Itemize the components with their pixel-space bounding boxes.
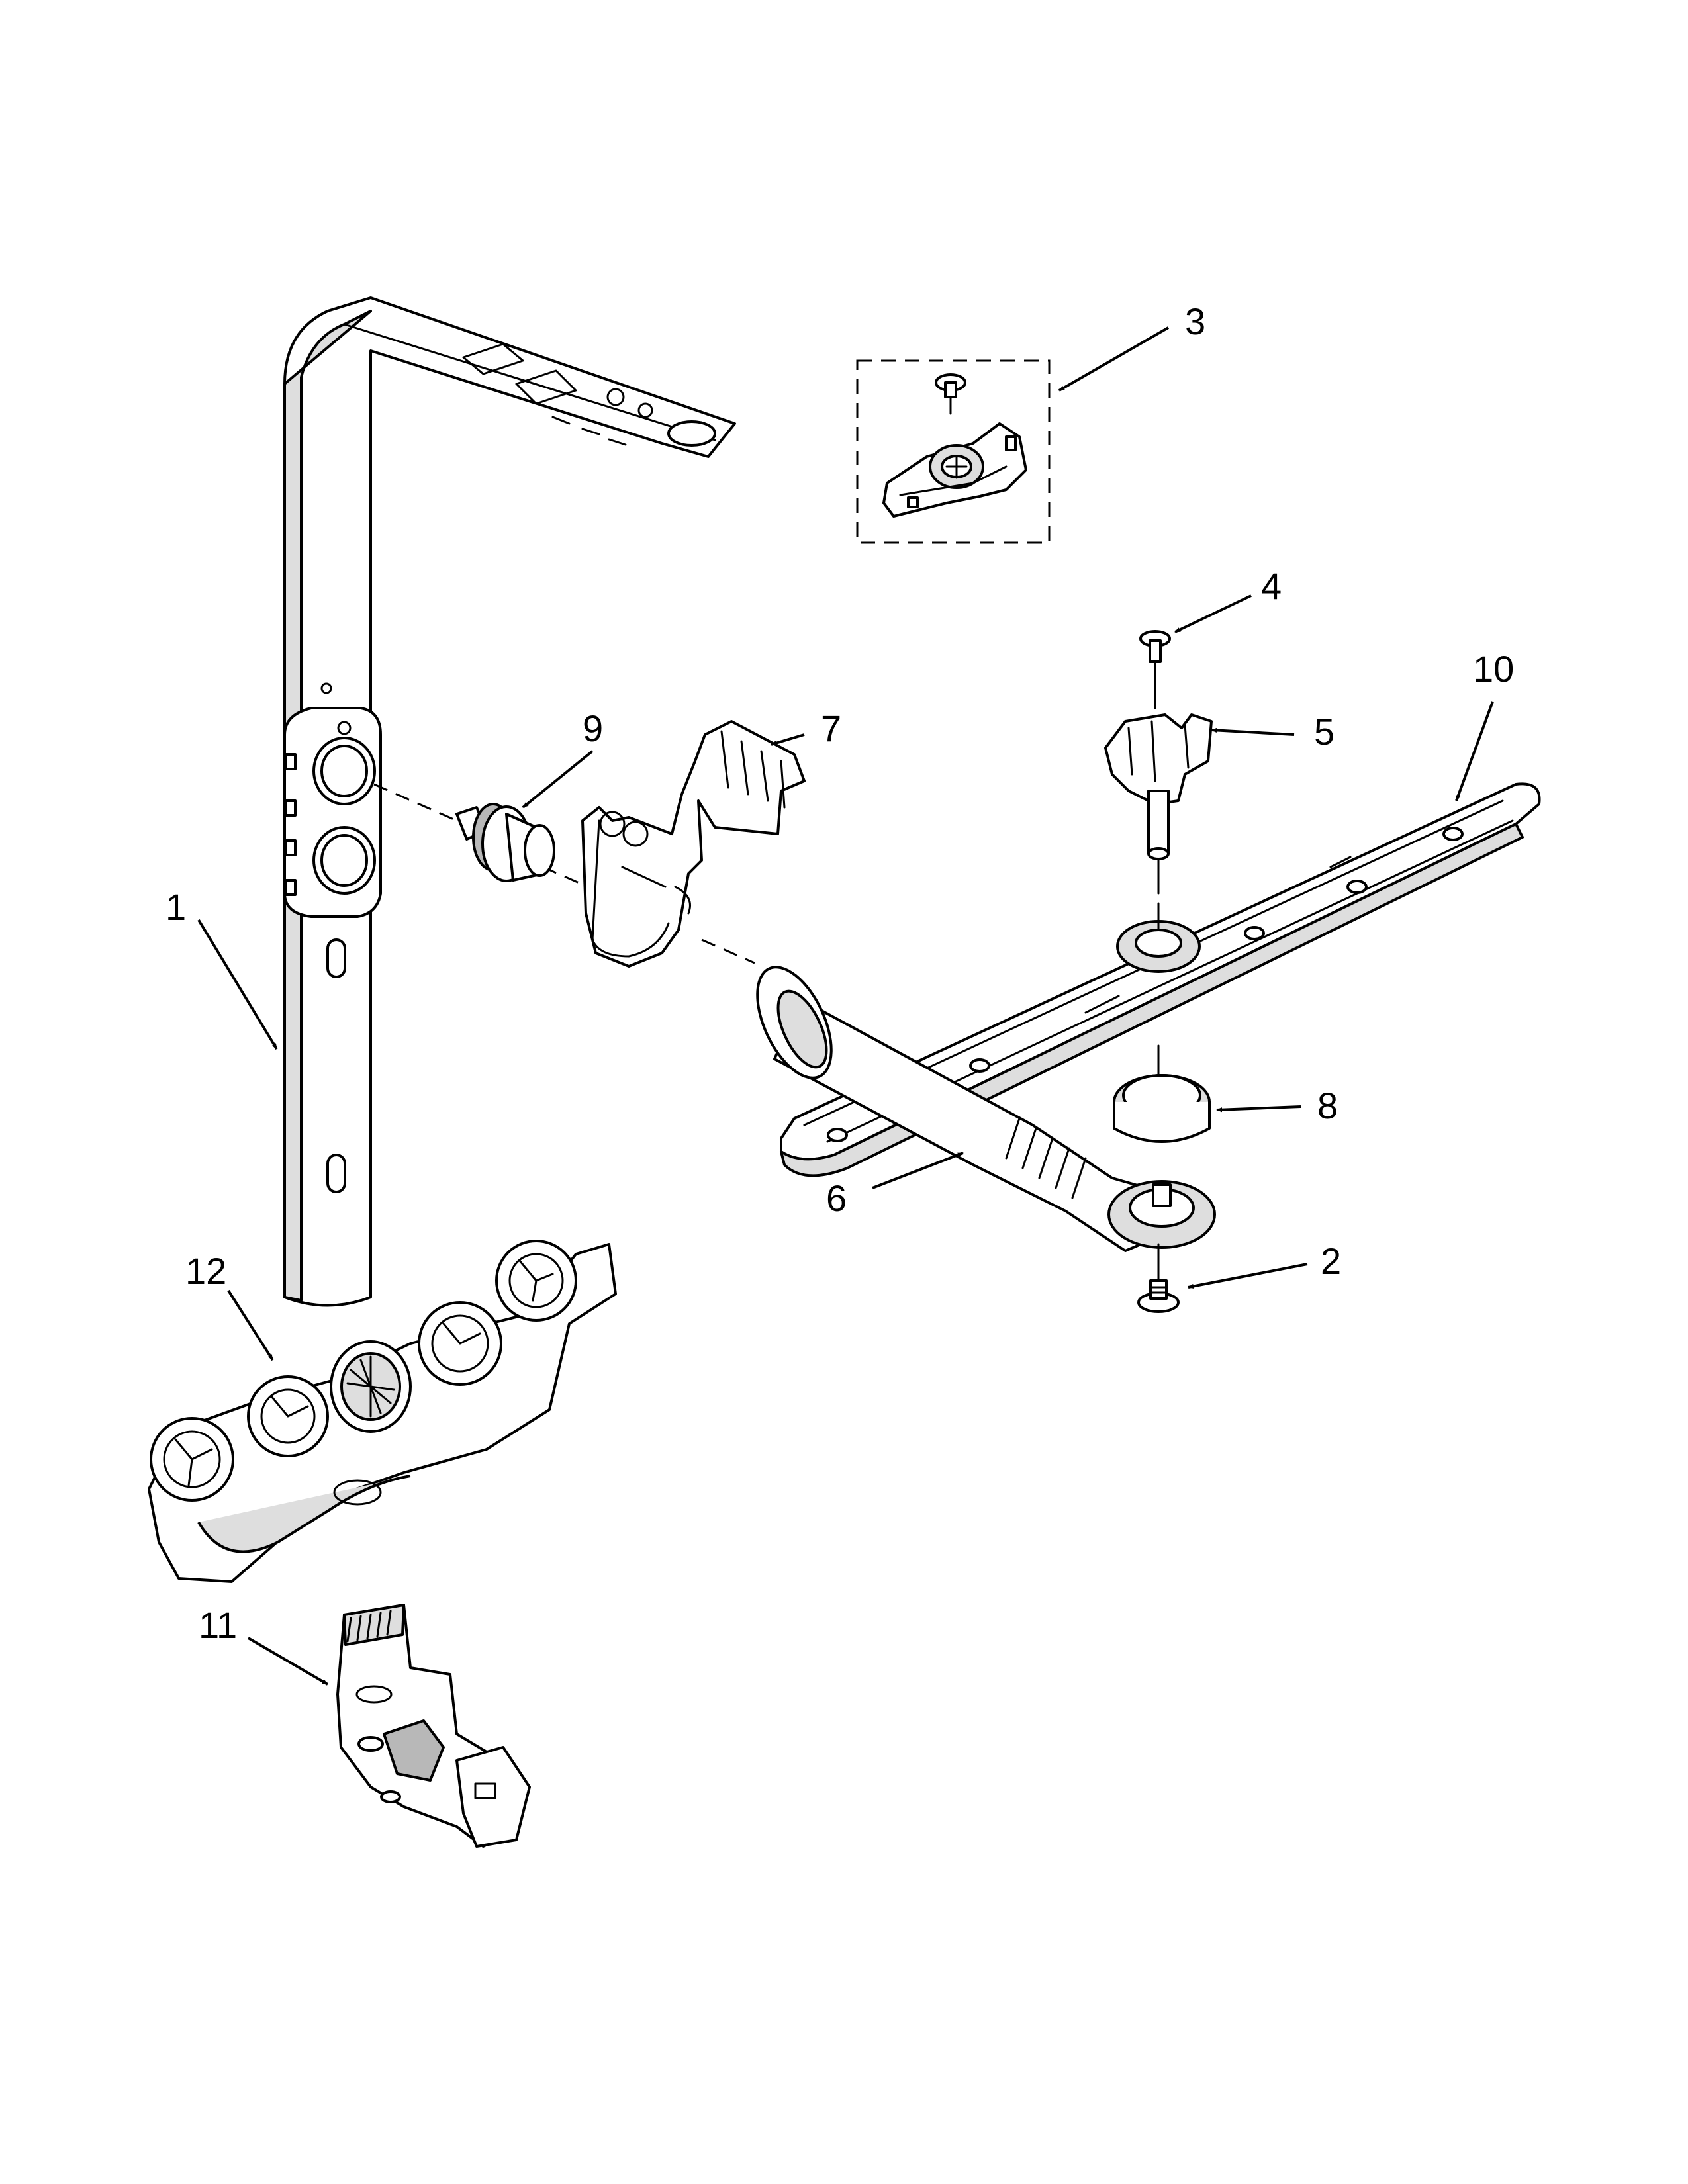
callout-11: 11 [199,1604,237,1646]
part-3-bearing-clip [856,359,1051,544]
part-5-bearing-mount [1104,713,1213,895]
part-9-connector [455,803,555,882]
callout-10: 10 [1473,648,1514,690]
part-1-supply-tube [283,296,736,1307]
part-12-manifold-assembly [148,1240,617,1583]
leader-10 [1455,701,1494,801]
callout-1: 1 [165,886,186,928]
callout-3: 3 [1185,300,1205,342]
leader-9 [522,750,594,809]
leader-6 [872,1152,964,1189]
part-6-conduit [756,966,1216,1282]
leader-3 [1058,326,1169,392]
leader-lines [197,326,1494,1686]
part-7-clip [581,720,806,968]
part-8-seal-ring [1113,1044,1211,1143]
callout-7: 7 [821,707,841,749]
part-11-connector [336,1604,531,1848]
leader-8 [1216,1105,1301,1113]
callout-8: 8 [1317,1085,1338,1126]
callout-labels: 1 2 3 4 5 6 7 8 9 10 11 12 [165,300,1514,1646]
leader-1 [197,919,278,1050]
leader-12 [227,1289,274,1361]
part-10-spray-arm [780,782,1541,1177]
callout-9: 9 [583,707,603,749]
callout-5: 5 [1314,711,1335,752]
leader-5 [1211,727,1295,736]
leader-7 [771,733,805,746]
callout-4: 4 [1261,565,1282,607]
callout-12: 12 [185,1250,226,1292]
leader-11 [247,1637,329,1686]
callout-6: 6 [826,1177,847,1219]
part-4-screw [1139,630,1171,709]
leader-2 [1188,1263,1308,1289]
part-2-screw [1137,1279,1180,1313]
leader-4 [1174,594,1252,633]
callout-2: 2 [1321,1240,1341,1282]
